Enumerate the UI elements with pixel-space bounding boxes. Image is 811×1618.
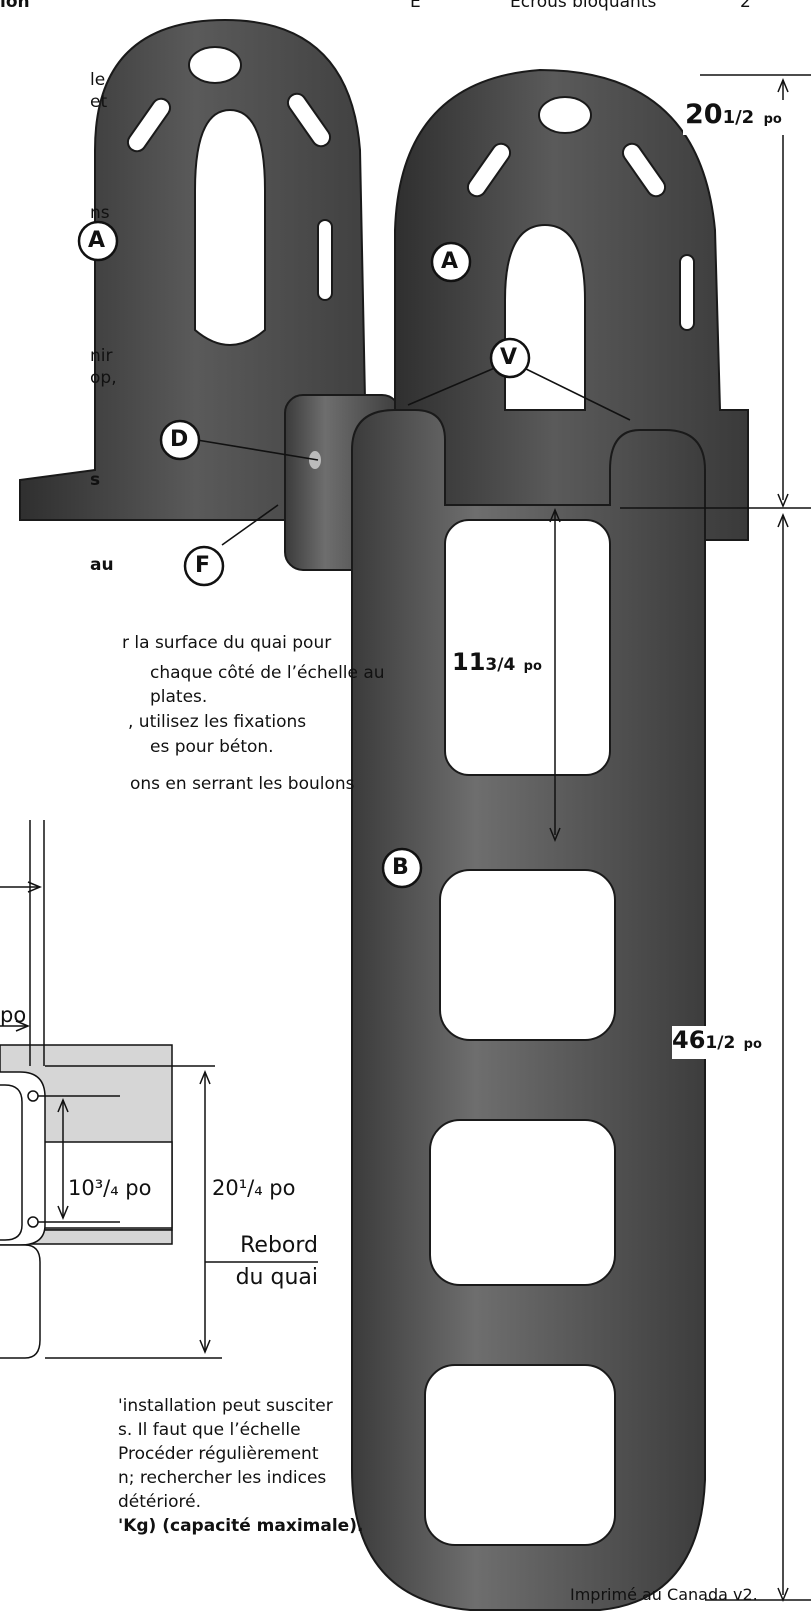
text-fragment: ns <box>90 203 110 223</box>
dim-ladder-whole: 46 <box>672 1026 706 1054</box>
instruction-line: r la surface du quai pour <box>122 633 332 653</box>
instruction-line: chaque côté de l’échelle au <box>150 663 385 683</box>
text-fragment: au <box>90 555 114 575</box>
instruction-line: es pour béton. <box>150 737 274 757</box>
text-fragment: s <box>90 470 101 490</box>
printed-in-canada: Imprimé au Canada v2. <box>570 1585 758 1604</box>
instruction-line: plates. <box>150 687 208 707</box>
callout-v-circle <box>489 337 531 379</box>
warning-line: 'installation peut susciter <box>118 1396 333 1416</box>
warning-line: détérioré. <box>118 1492 201 1512</box>
callout-b-circle <box>381 847 423 889</box>
callout-b: B <box>392 855 409 880</box>
text-fragment: et <box>90 92 108 112</box>
dim-top-frac: 1/2 <box>722 107 755 128</box>
dim-ladder-frac: 1/2 <box>705 1033 736 1053</box>
dim-top-unit: po <box>763 112 782 127</box>
callout-a-right: A <box>441 249 459 274</box>
dim-top-height: 201/2 po <box>683 100 784 135</box>
callout-a-left: A <box>88 228 106 253</box>
callout-a-right-circle <box>430 241 472 283</box>
warning-line-bold: 'Kg) (capacité maximale). <box>118 1516 364 1536</box>
ladder-body <box>351 409 706 1611</box>
warning-line: Procéder régulièrement <box>118 1444 319 1464</box>
sketch-inner-dim: 10³/₄ po <box>68 1176 152 1200</box>
part-qty: 2 <box>740 0 751 12</box>
text-fragment: op, <box>90 368 117 388</box>
sketch-po-fragment: po <box>0 1003 27 1027</box>
callout-f-circle <box>183 545 225 587</box>
dock-sketch <box>0 820 318 1359</box>
part-name: Écrous bloquants <box>510 0 657 12</box>
warning-line: s. Il faut que l’échelle <box>118 1420 301 1440</box>
callout-f: F <box>195 553 211 578</box>
text-fragment: nir <box>90 346 113 366</box>
callout-a-left-circle <box>77 220 119 262</box>
callout-d: D <box>170 427 189 452</box>
part-letter: E <box>410 0 421 12</box>
dim-gap-whole: 11 <box>452 648 486 676</box>
instruction-line: ons en serrant les boulons <box>130 774 355 794</box>
dim-gap-frac: 3/4 <box>485 655 516 675</box>
warning-line: n; rechercher les indices <box>118 1468 327 1488</box>
dim-gap-unit: po <box>523 659 542 674</box>
heading-fragment: ion <box>0 0 30 12</box>
dock-edge-label-2: du quai <box>235 1265 318 1290</box>
dim-top-whole: 20 <box>685 99 723 130</box>
callout-v: V <box>500 345 518 370</box>
dim-gap: 113/4 po <box>452 648 542 681</box>
dock-edge-label-1: Rebord <box>240 1233 318 1258</box>
callout-d-circle <box>159 419 201 461</box>
instruction-line: , utilisez les fixations <box>128 712 307 732</box>
dimension-lines <box>549 74 811 1602</box>
text-fragment: le <box>90 70 106 90</box>
dim-ladder: 461/2 po <box>672 1026 762 1059</box>
sketch-outer-dim: 20¹/₄ po <box>212 1176 296 1200</box>
dim-ladder-unit: po <box>743 1037 762 1052</box>
